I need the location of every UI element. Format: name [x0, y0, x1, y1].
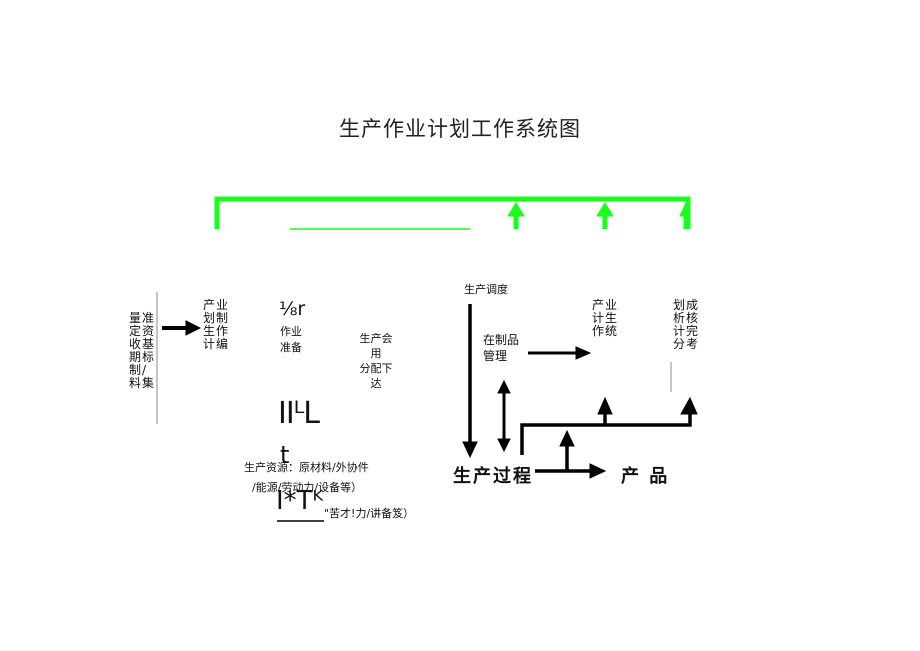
feedback-arrowhead-2 [596, 202, 614, 217]
arrow-wip-process [497, 379, 511, 453]
glyph-artifact-2: t [280, 441, 290, 469]
up-arrow-process [559, 429, 575, 447]
plan-col-2: 业 制 作 编 [216, 298, 229, 351]
dispatch-label: 生产调度 [464, 283, 508, 296]
stats-col-2: 业 生 统 [605, 298, 618, 338]
resources-line-1: 生产资源：原材料/外协件 [244, 461, 369, 474]
basic-data-col-1: 量 定 收 期 制 料 [129, 311, 142, 390]
product-label: 产 品 [621, 466, 670, 487]
work-prep-label: 作业 准备 [280, 325, 302, 354]
glyph-artifact-1: IIᴸL [278, 396, 320, 431]
resources-line-3: "苦才!力/讲备笈） [324, 507, 415, 520]
process-feedback [520, 396, 698, 470]
arrow-process-to-product [535, 463, 607, 479]
meeting-label: 生产会 用 分配下 达 [359, 332, 393, 390]
arrow-dispatch-down [462, 304, 478, 459]
wip-label: 在制品 管理 [483, 333, 520, 363]
production-process-label: 生产过程 [453, 466, 533, 487]
feedback-top-line [214, 196, 691, 229]
up-arrow-stats [597, 396, 613, 415]
feedback-arrowhead-1 [507, 202, 525, 217]
resources-line-2: /能源/劳动力/设备等） [252, 481, 363, 494]
plan-col-1: 产 划 生 计 [203, 298, 216, 351]
arrow-wip-to-stats [528, 346, 592, 360]
glyph-artifact-3: I*Tᴷ [276, 486, 324, 516]
stats-col-1: 产 计 作 [592, 298, 605, 338]
feedback-arrowhead-3 [679, 201, 691, 217]
analysis-col-2: 成 核 完 考 [686, 298, 699, 351]
basic-data-col-2: 准 资 基 标 / 集 [142, 311, 155, 390]
page-title: 生产作业计划工作系统图 [339, 117, 581, 141]
arrow-data-to-plan [162, 320, 202, 336]
prep-glyph: ⅛r [279, 298, 306, 320]
feedback-loop [214, 196, 691, 229]
feedback-arrows [507, 201, 691, 229]
analysis-col-1: 划 析 计 分 [673, 298, 686, 351]
